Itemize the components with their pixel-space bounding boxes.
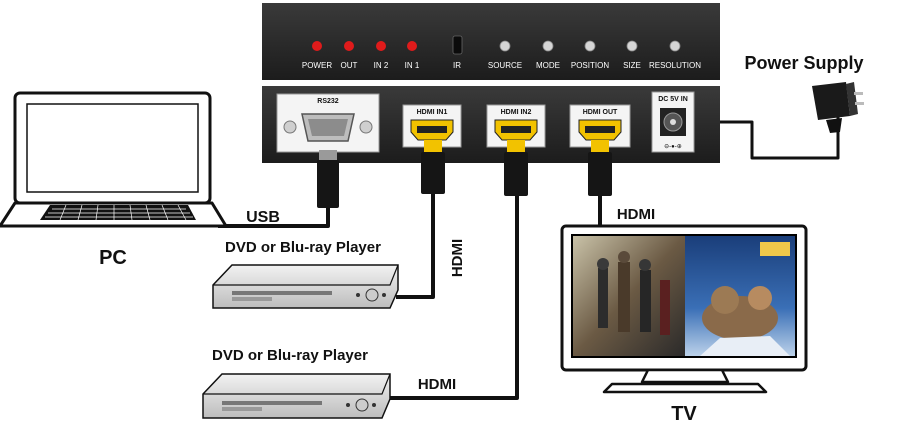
rs232-port[interactable]: RS232 xyxy=(276,93,380,153)
power-cable xyxy=(690,110,840,160)
led-in2-label: IN 2 xyxy=(374,61,389,70)
led-in2: IN 2 xyxy=(374,41,389,70)
tv: TV xyxy=(560,224,808,425)
led-in2-indicator xyxy=(376,41,386,51)
pc-label: PC xyxy=(99,247,127,269)
hdmi-tv-label: HDMI xyxy=(617,206,655,223)
power-supply: Power Supply xyxy=(744,53,864,133)
cables xyxy=(218,110,840,400)
rs232-screw-left xyxy=(283,120,297,134)
dc-5v-input[interactable]: DC 5V IN ⊖-●-⊕ xyxy=(651,91,695,153)
led-in1-indicator xyxy=(407,41,417,51)
resolution-button-label: RESOLUTION xyxy=(649,61,701,70)
hdmi-in1-plug xyxy=(421,140,445,194)
dvd-player-2-label: DVD or Blu-ray Player xyxy=(212,347,368,364)
size-button[interactable]: SIZE xyxy=(623,40,641,70)
hdmi-out-plug xyxy=(588,140,612,196)
ir-receiver: IR xyxy=(452,35,463,70)
size-button-label: SIZE xyxy=(623,61,641,70)
dvd-player-2-icon xyxy=(202,373,391,419)
led-power-indicator xyxy=(312,41,322,51)
led-power-label: POWER xyxy=(302,61,332,70)
hdmi-out-label: HDMI OUT xyxy=(583,109,618,116)
power-supply-label: Power Supply xyxy=(744,53,863,73)
led-power: POWER xyxy=(302,41,332,70)
source-button[interactable]: SOURCE xyxy=(488,40,522,70)
position-button-label: POSITION xyxy=(571,61,609,70)
hdmi-in1-slot xyxy=(417,126,447,133)
hdmi-in2-plug xyxy=(504,140,528,196)
mode-button-label: MODE xyxy=(536,61,560,70)
hdmi-in1-cable xyxy=(396,192,435,299)
led-out-indicator xyxy=(344,41,354,51)
rear-panel: RS232 HDMI IN1 HDMI IN2 xyxy=(262,86,720,208)
dvd-player-1-icon xyxy=(212,264,399,309)
position-button[interactable]: POSITION xyxy=(571,40,609,70)
usb-cable xyxy=(218,208,330,228)
rs232-pins xyxy=(308,119,348,136)
led-out: OUT xyxy=(341,41,358,70)
mode-button[interactable]: MODE xyxy=(536,40,560,70)
led-in1: IN 1 xyxy=(405,41,420,70)
tv-label: TV xyxy=(671,403,697,425)
led-out-label: OUT xyxy=(341,61,358,70)
dvd-player-1-label: DVD or Blu-ray Player xyxy=(225,239,381,256)
resolution-button[interactable]: RESOLUTION xyxy=(649,40,701,70)
tv-screen-figures-left xyxy=(597,251,670,335)
ir-window xyxy=(452,35,463,55)
laptop-icon xyxy=(0,91,228,228)
hdmi-in2-cable xyxy=(390,194,519,400)
usb-label: USB xyxy=(246,209,280,226)
hdmi-vertical-label: HDMI xyxy=(449,239,466,277)
hdmi-out-slot xyxy=(585,126,615,133)
dc-jack-pin xyxy=(670,119,676,125)
hdmi-in1-label: HDMI IN1 xyxy=(417,109,448,116)
ir-label: IR xyxy=(453,61,461,70)
dvd-player-1: DVD or Blu-ray Player xyxy=(212,239,399,309)
dc-5v-label: DC 5V IN xyxy=(658,96,688,103)
rs232-screw-right xyxy=(359,120,373,134)
hdmi-in2-slot xyxy=(501,126,531,133)
led-in1-label: IN 1 xyxy=(405,61,420,70)
power-adapter-icon xyxy=(812,82,864,133)
source-button-label: SOURCE xyxy=(488,61,522,70)
tv-icon xyxy=(560,224,808,394)
dvd-player-2: DVD or Blu-ray Player xyxy=(202,347,391,419)
pc-laptop: PC USB xyxy=(0,91,280,269)
tv-screen-figures-right xyxy=(700,242,790,356)
front-panel: POWER OUT IN 2 IN 1 IR SOURCE MODE xyxy=(262,3,720,80)
hdmi-in2-label: HDMI IN2 xyxy=(501,109,532,116)
dc-polarity-icon: ⊖-●-⊕ xyxy=(664,144,682,150)
usb-plug xyxy=(317,150,339,208)
rs232-label: RS232 xyxy=(317,98,339,105)
hdmi-bottom-label: HDMI xyxy=(418,376,456,393)
